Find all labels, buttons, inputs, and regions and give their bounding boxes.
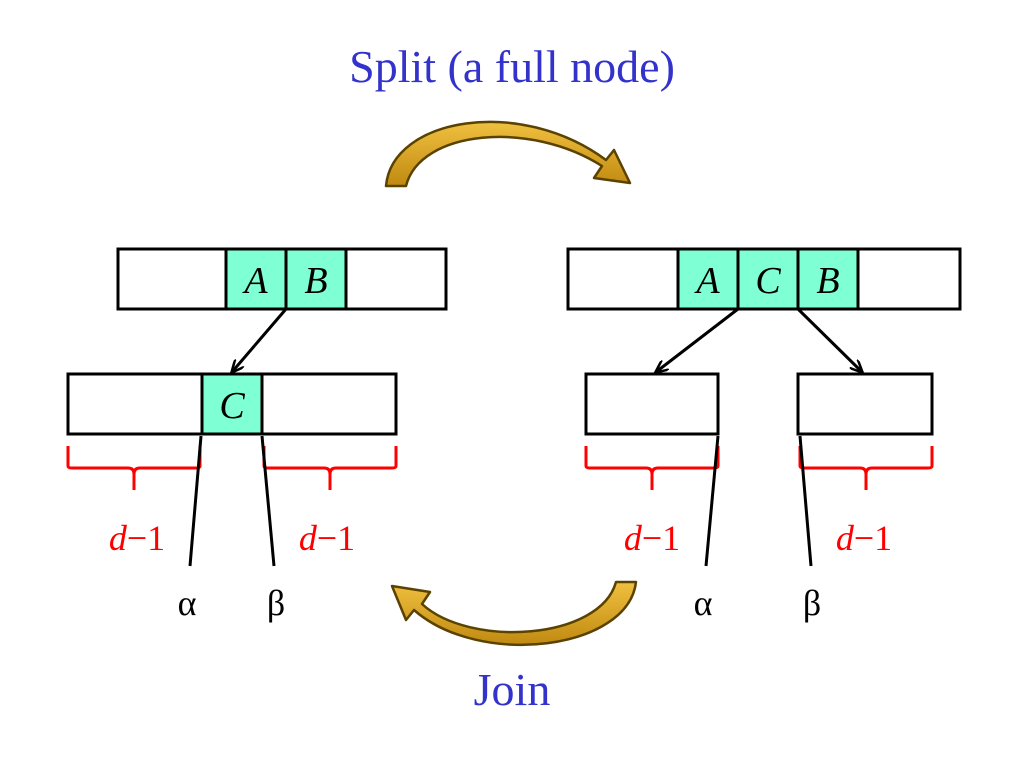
join-curved-arrow (390, 580, 638, 646)
right-right-child-node (796, 372, 934, 436)
left-beta-label: β (267, 583, 285, 623)
left-beta-pointer (260, 435, 276, 567)
left-parent-key-b: B (304, 260, 327, 302)
left-parent-key-b-cell (284, 247, 348, 311)
left-alpha-pointer (188, 435, 203, 567)
left-alpha-label: α (178, 583, 197, 623)
right-beta-label: β (803, 583, 821, 623)
right-right-child-count: d−1 (836, 518, 892, 558)
right-left-child-count: d−1 (624, 518, 680, 558)
right-parent-key-b: B (816, 260, 839, 302)
left-child-left-brace (66, 446, 202, 490)
right-left-child-brace (584, 446, 720, 490)
right-parent-to-left-child-arrow (656, 307, 739, 372)
right-parent-node: A C B (566, 247, 962, 311)
left-child-left-count: d−1 (109, 518, 165, 558)
split-curved-arrow (384, 120, 632, 188)
right-right-child-brace (798, 446, 934, 490)
right-parent-key-c-cell (736, 247, 800, 311)
left-parent-key-a-cell (224, 247, 288, 311)
left-child-node: C (66, 372, 398, 436)
right-parent-to-right-child-arrow (796, 307, 862, 372)
right-left-child-node (584, 372, 720, 436)
right-parent-key-a-cell (676, 247, 740, 311)
right-alpha-pointer (704, 435, 720, 567)
left-parent-node: A B (116, 247, 448, 311)
left-child-key-c: C (219, 385, 245, 427)
split-title: Split (a full node) (349, 41, 675, 92)
left-child-right-count: d−1 (299, 518, 355, 558)
left-child-key-c-cell (200, 372, 264, 436)
right-beta-pointer (798, 435, 813, 567)
right-parent-key-c: C (755, 260, 781, 302)
left-parent-to-child-arrow (232, 308, 288, 372)
right-parent-key-b-cell (796, 247, 860, 311)
right-parent-key-a: A (693, 260, 720, 302)
left-parent-key-a: A (241, 260, 268, 302)
left-child-right-brace (262, 446, 398, 490)
join-title: Join (474, 664, 551, 715)
right-alpha-label: α (694, 583, 713, 623)
